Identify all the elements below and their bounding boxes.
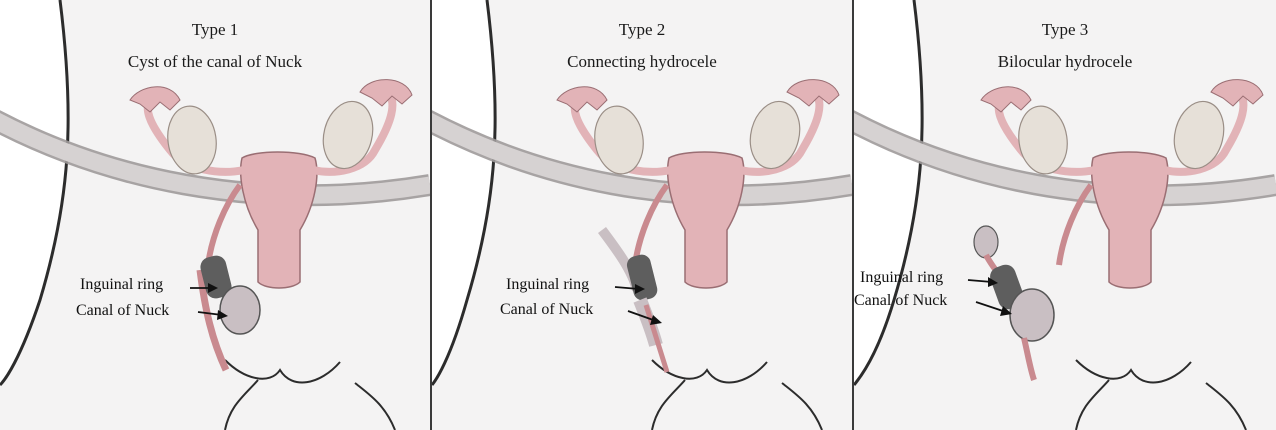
panel-2-type-label: Type 2 [432,20,852,40]
panel-3-type-label: Type 3 [854,20,1276,40]
panel-type-2: Type 2 Connecting hydrocele Inguinal rin… [432,0,852,430]
panel-2-canal-of-nuck-label: Canal of Nuck [500,301,593,319]
cyst [220,286,260,334]
panel-type-3: Type 3 Bilocular hydrocele Inguinal ring… [854,0,1276,430]
panel-2-title: Connecting hydrocele [432,52,852,72]
panel-1-title: Cyst of the canal of Nuck [0,52,430,72]
panel-3-title: Bilocular hydrocele [854,52,1276,72]
panel-3-canal-of-nuck-label: Canal of Nuck [854,292,947,310]
panel-3-inguinal-ring-label: Inguinal ring [860,269,943,287]
panel-1-type-label: Type 1 [0,20,430,40]
panel-2-inguinal-ring-label: Inguinal ring [506,276,589,294]
panel-1-inguinal-ring-label: Inguinal ring [80,276,163,294]
panel-1-canal-of-nuck-label: Canal of Nuck [76,302,169,320]
panel-type-1: Type 1 Cyst of the canal of Nuck Inguina… [0,0,430,430]
